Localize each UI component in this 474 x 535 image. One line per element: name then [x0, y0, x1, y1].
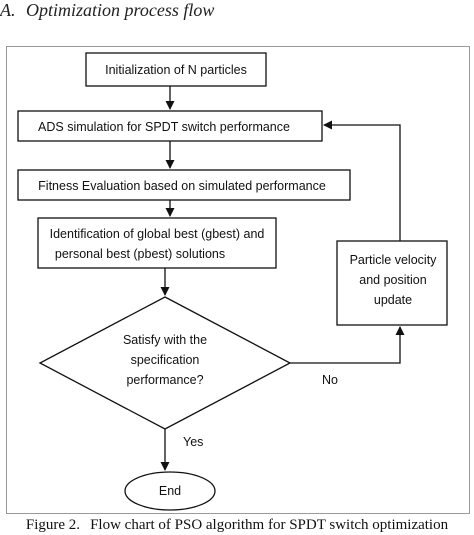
update-label-line-1: Particle velocity: [350, 253, 438, 267]
identify-label-line-1: Identification of global best (gbest) an…: [50, 227, 265, 241]
section-heading: A. Optimization process flow: [0, 0, 214, 21]
decision-label-line-2: specification: [131, 353, 200, 367]
arrow-no-to-update: [290, 326, 405, 364]
section-number: A.: [0, 0, 16, 20]
figure-caption: Figure 2. Flow chart of PSO algorithm for…: [0, 517, 474, 534]
yes-label: Yes: [183, 435, 203, 449]
update-label-line-2: and position: [359, 273, 426, 287]
ads-sim-label: ADS simulation for SPDT switch performan…: [38, 120, 290, 134]
update-box: [336, 240, 448, 326]
decision-label-line-1: Satisfy with the: [123, 333, 207, 347]
ads-sim-box: [17, 110, 323, 142]
identify-label-line-2: personal best (pbest) solutions: [55, 247, 225, 261]
end-label: End: [159, 484, 181, 498]
decision-label-line-3: performance?: [126, 373, 203, 387]
init-label: Initialization of N particles: [105, 63, 247, 77]
section-title: Optimization process flow: [26, 0, 215, 20]
fitness-box: [17, 169, 351, 201]
fitness-label: Fitness Evaluation based on simulated pe…: [38, 179, 326, 193]
identify-box: [37, 217, 277, 269]
update-label-line-3: update: [374, 293, 412, 307]
arrow-update-to-ads: [323, 120, 401, 241]
end-terminal: [124, 471, 216, 511]
caption-label: Figure 2.: [25, 517, 81, 533]
init-box: [85, 52, 267, 87]
caption-text: Flow chart of PSO algorithm for SPDT swi…: [90, 517, 449, 533]
no-label: No: [322, 373, 338, 387]
